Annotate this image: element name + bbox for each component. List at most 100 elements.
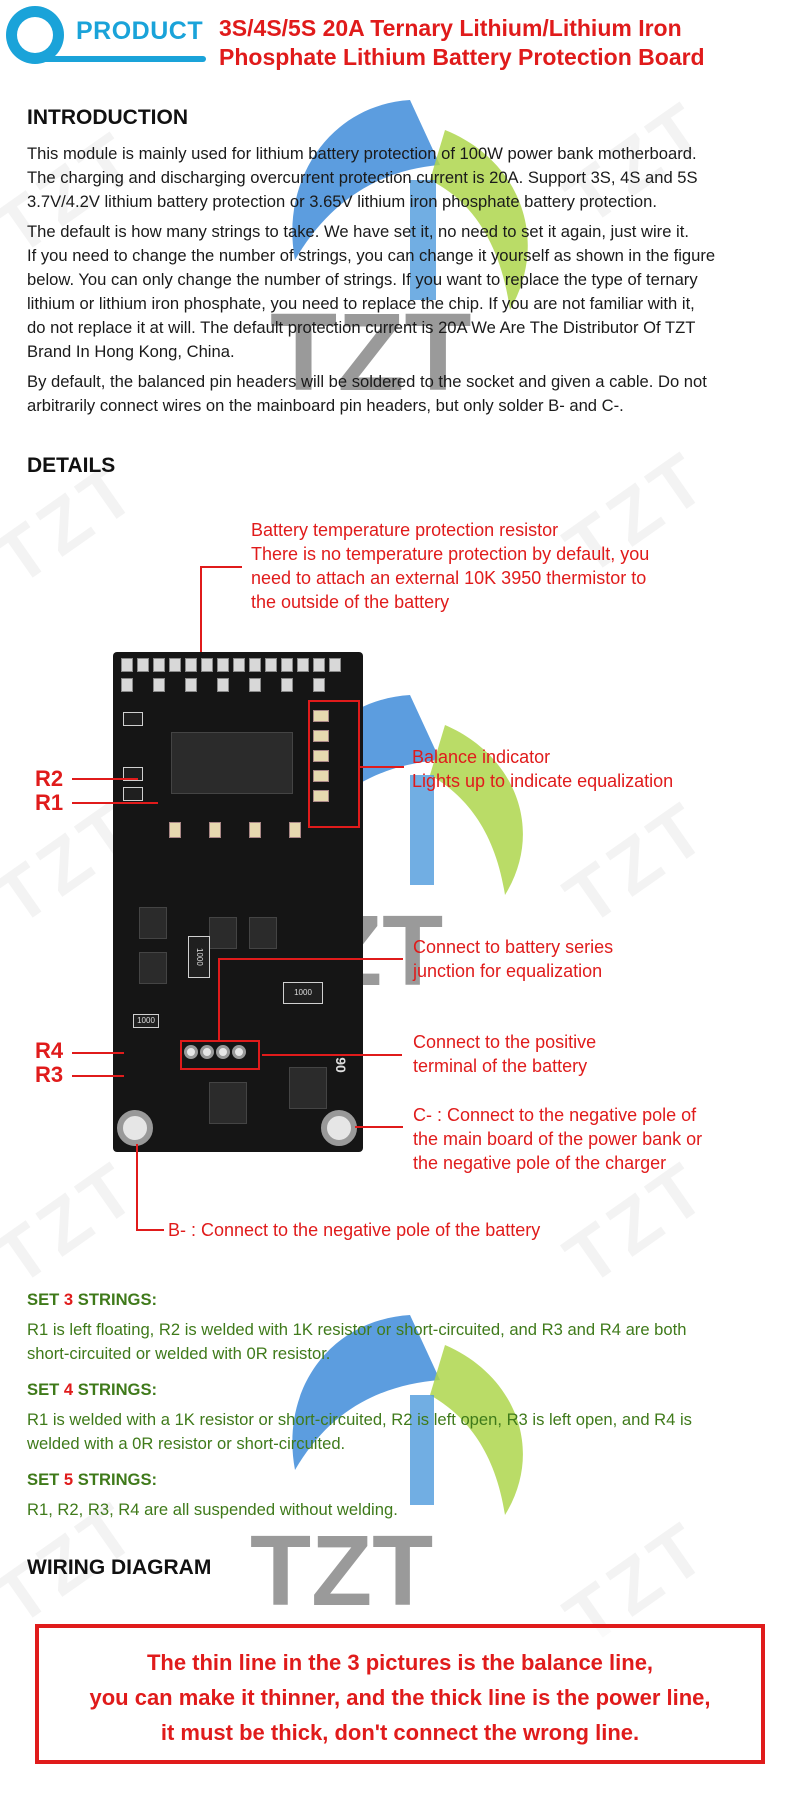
mosfet [209, 917, 237, 949]
intro-line: 3.7V/4.2V lithium battery protection or … [27, 192, 657, 211]
callout-line: need to attach an external 10K 3950 ther… [251, 568, 647, 588]
b-minus-callout: B- : Connect to the negative pole of the… [168, 1220, 541, 1240]
leader-line [200, 566, 242, 568]
callout-line: the negative pole of the charger [413, 1153, 667, 1173]
intro-line: This module is mainly used for lithium b… [27, 144, 697, 163]
brand-logo-underline [36, 56, 206, 62]
header-pin [137, 658, 149, 672]
set-body-line: welded with a 0R resistor or short-circu… [27, 1434, 346, 1453]
set-3-strings-title: SET 3 STRINGS: [27, 1290, 157, 1310]
smd-component [123, 712, 143, 726]
intro-line: The charging and discharging overcurrent… [27, 168, 698, 187]
set-body-line: R1 is left floating, R2 is welded with 1… [27, 1320, 687, 1339]
balance-led [313, 750, 329, 762]
header-pin [185, 658, 197, 672]
connector-pad [232, 1045, 246, 1059]
mosfet [139, 952, 167, 984]
set-body-line: short-circuited or welded with 0R resist… [27, 1344, 331, 1363]
header-pin [297, 658, 309, 672]
header-pin [281, 678, 293, 692]
header-pin [153, 658, 165, 672]
resistor: 1000 [188, 936, 210, 978]
balance-callout: Balance indicator Lights up to indicate … [412, 745, 673, 793]
mosfet [139, 907, 167, 939]
set-title-prefix: SET [27, 1380, 60, 1399]
callout-line: terminal of the battery [413, 1056, 588, 1076]
intro-line: If you need to change the number of stri… [27, 246, 716, 265]
board-silkscreen-text: 90 [332, 1057, 349, 1073]
header-pin [153, 678, 165, 692]
brand-logo-label: PRODUCT [76, 17, 204, 45]
wiring-diagram-heading: WIRING DIAGRAM [27, 1556, 212, 1579]
intro-line: do not replace it at will. The default p… [27, 318, 696, 337]
intro-line: By default, the balanced pin headers wil… [27, 372, 707, 391]
introduction-heading: INTRODUCTION [27, 106, 188, 129]
set-title-prefix: SET [27, 1470, 60, 1489]
set-title-number: 4 [63, 1380, 74, 1399]
r3-label: R3 [35, 1062, 64, 1087]
notice-line: you can make it thinner, and the thick l… [89, 1685, 711, 1710]
c-minus-callout: C- : Connect to the negative pole of the… [413, 1103, 702, 1175]
details-heading: DETAILS [27, 454, 116, 477]
intro-line: Brand In Hong Kong, China. [27, 342, 235, 361]
set-title-suffix: STRINGS: [77, 1470, 158, 1489]
r1-label: R1 [35, 790, 64, 815]
watermark-tile: TZT [0, 1144, 154, 1301]
smd-component [249, 822, 261, 838]
set-4-strings-body: R1 is welded with a 1K resistor or short… [27, 1408, 782, 1456]
intro-line: below. You can only change the number of… [27, 270, 698, 289]
intro-paragraph-3: By default, the balanced pin headers wil… [27, 370, 782, 418]
positive-terminal-highlight [180, 1040, 260, 1070]
header-pin [169, 658, 181, 672]
page-title: 3S/4S/5S 20A Ternary Lithium/Lithium Iro… [219, 14, 789, 72]
protection-ic [171, 732, 293, 794]
header-pin [249, 658, 261, 672]
header-pin [185, 678, 197, 692]
connector-pad [184, 1045, 198, 1059]
connector-pad [200, 1045, 214, 1059]
intro-line: The default is how many strings to take.… [27, 222, 689, 241]
set-title-number: 3 [63, 1290, 74, 1309]
series-callout: Connect to battery series junction for e… [413, 935, 613, 983]
connector-pad [216, 1045, 230, 1059]
smd-component [289, 822, 301, 838]
page-title-line: 3S/4S/5S 20A Ternary Lithium/Lithium Iro… [219, 15, 682, 41]
smd-component [123, 787, 143, 801]
header-pin [265, 658, 277, 672]
callout-line: Connect to battery series [413, 937, 614, 957]
set-body-line: R1, R2, R3, R4 are all suspended without… [27, 1500, 398, 1519]
header-pin [313, 678, 325, 692]
leader-line [200, 566, 202, 660]
leader-line [360, 766, 404, 768]
r2-label: R2 [35, 766, 64, 791]
callout-line: C- : Connect to the negative pole of [413, 1105, 697, 1125]
watermark-tile: TZT [550, 784, 724, 941]
set-title-suffix: STRINGS: [77, 1290, 158, 1309]
callout-line: There is no temperature protection by de… [251, 544, 650, 564]
balance-led [313, 770, 329, 782]
resistor: 1000 [133, 1014, 159, 1028]
intro-line: lithium or lithium iron phosphate, you n… [27, 294, 695, 313]
set-title-suffix: STRINGS: [77, 1380, 158, 1399]
b-minus-pad [117, 1110, 153, 1146]
balance-led [313, 710, 329, 722]
resistor: 1000 [283, 982, 323, 1004]
header-pin [201, 658, 213, 672]
smd-component [169, 822, 181, 838]
intro-paragraph-1: This module is mainly used for lithium b… [27, 142, 782, 214]
set-5-strings-title: SET 5 STRINGS: [27, 1470, 157, 1490]
header-pin [121, 658, 133, 672]
set-title-number: 5 [63, 1470, 74, 1489]
notice-line: The thin line in the 3 pictures is the b… [146, 1650, 654, 1675]
header-pin [121, 678, 133, 692]
intro-paragraph-2: The default is how many strings to take.… [27, 220, 782, 364]
callout-line: the outside of the battery [251, 592, 450, 612]
leader-line [136, 1229, 164, 1231]
temperature-callout: Battery temperature protection resistor … [251, 518, 649, 614]
c-minus-pad [321, 1110, 357, 1146]
leader-line [136, 1144, 138, 1230]
set-5-strings-body: R1, R2, R3, R4 are all suspended without… [27, 1498, 782, 1522]
smd-component [209, 822, 221, 838]
set-4-strings-title: SET 4 STRINGS: [27, 1380, 157, 1400]
leader-line [262, 1054, 402, 1056]
